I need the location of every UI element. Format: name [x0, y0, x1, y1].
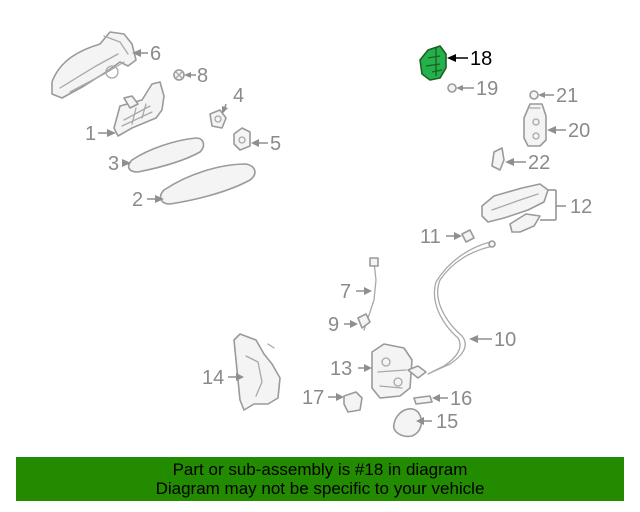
part-20-latch-housing[interactable]	[523, 103, 547, 147]
part-22-small-bracket[interactable]	[491, 147, 505, 171]
part-4-clip[interactable]	[209, 109, 227, 129]
callout-21[interactable]: 21	[556, 85, 578, 107]
callout-16[interactable]: 16	[450, 388, 472, 410]
callout-8[interactable]: 8	[197, 65, 208, 87]
part-21-pin[interactable]	[529, 90, 539, 100]
callout-15[interactable]: 15	[436, 411, 458, 433]
callout-13[interactable]: 13	[330, 358, 352, 380]
part-2-handle-cover[interactable]	[159, 163, 256, 205]
callout-9[interactable]: 9	[328, 314, 339, 336]
callout-11[interactable]: 11	[420, 226, 441, 248]
part-18-highlighted[interactable]	[419, 45, 447, 81]
callout-labels: 6 8 4 1 5 3 2 18 19 21 20 22 12 11 7 9 1…	[85, 43, 592, 433]
callout-6[interactable]: 6	[150, 43, 161, 65]
callout-5[interactable]: 5	[270, 133, 281, 155]
part-13-door-latch[interactable]	[371, 343, 427, 399]
banner-line-part-number: Part or sub-assembly is #18 in diagram	[172, 460, 468, 479]
part-6-handle-frame[interactable]	[51, 31, 137, 99]
callout-10[interactable]: 10	[494, 329, 516, 351]
callout-4[interactable]: 4	[233, 85, 244, 107]
banner-line-disclaimer: Diagram may not be specific to your vehi…	[155, 479, 485, 498]
callout-19[interactable]: 19	[476, 78, 498, 100]
callout-17[interactable]: 17	[302, 387, 324, 409]
callout-14[interactable]: 14	[202, 367, 224, 389]
part-9-clip[interactable]	[357, 313, 371, 329]
part-3-trim-cover[interactable]	[127, 137, 205, 173]
part-17-bracket[interactable]	[343, 391, 363, 413]
callout-20[interactable]: 20	[568, 120, 590, 142]
part-10-cable[interactable]	[427, 240, 496, 375]
callout-1[interactable]: 1	[85, 123, 96, 145]
callout-7[interactable]: 7	[340, 281, 351, 303]
callout-12[interactable]: 12	[570, 196, 592, 218]
part-12-inside-handle[interactable]	[481, 183, 549, 233]
part-15-cover[interactable]	[392, 408, 423, 438]
callout-18[interactable]: 18	[470, 48, 492, 70]
part-1-outside-handle[interactable]	[113, 81, 165, 137]
part-19-washer[interactable]	[447, 83, 457, 93]
part-info-banner: Part or sub-assembly is #18 in diagram D…	[16, 457, 624, 501]
part-8-screw[interactable]	[173, 69, 185, 81]
callout-2[interactable]: 2	[132, 189, 143, 211]
callout-leaders	[98, 49, 566, 425]
part-16-bolt[interactable]	[413, 395, 433, 405]
callout-3[interactable]: 3	[108, 153, 119, 175]
part-11-clip[interactable]	[461, 229, 475, 243]
callout-22[interactable]: 22	[528, 152, 550, 174]
part-14-shield[interactable]	[233, 333, 281, 411]
part-5-bracket[interactable]	[233, 127, 251, 151]
